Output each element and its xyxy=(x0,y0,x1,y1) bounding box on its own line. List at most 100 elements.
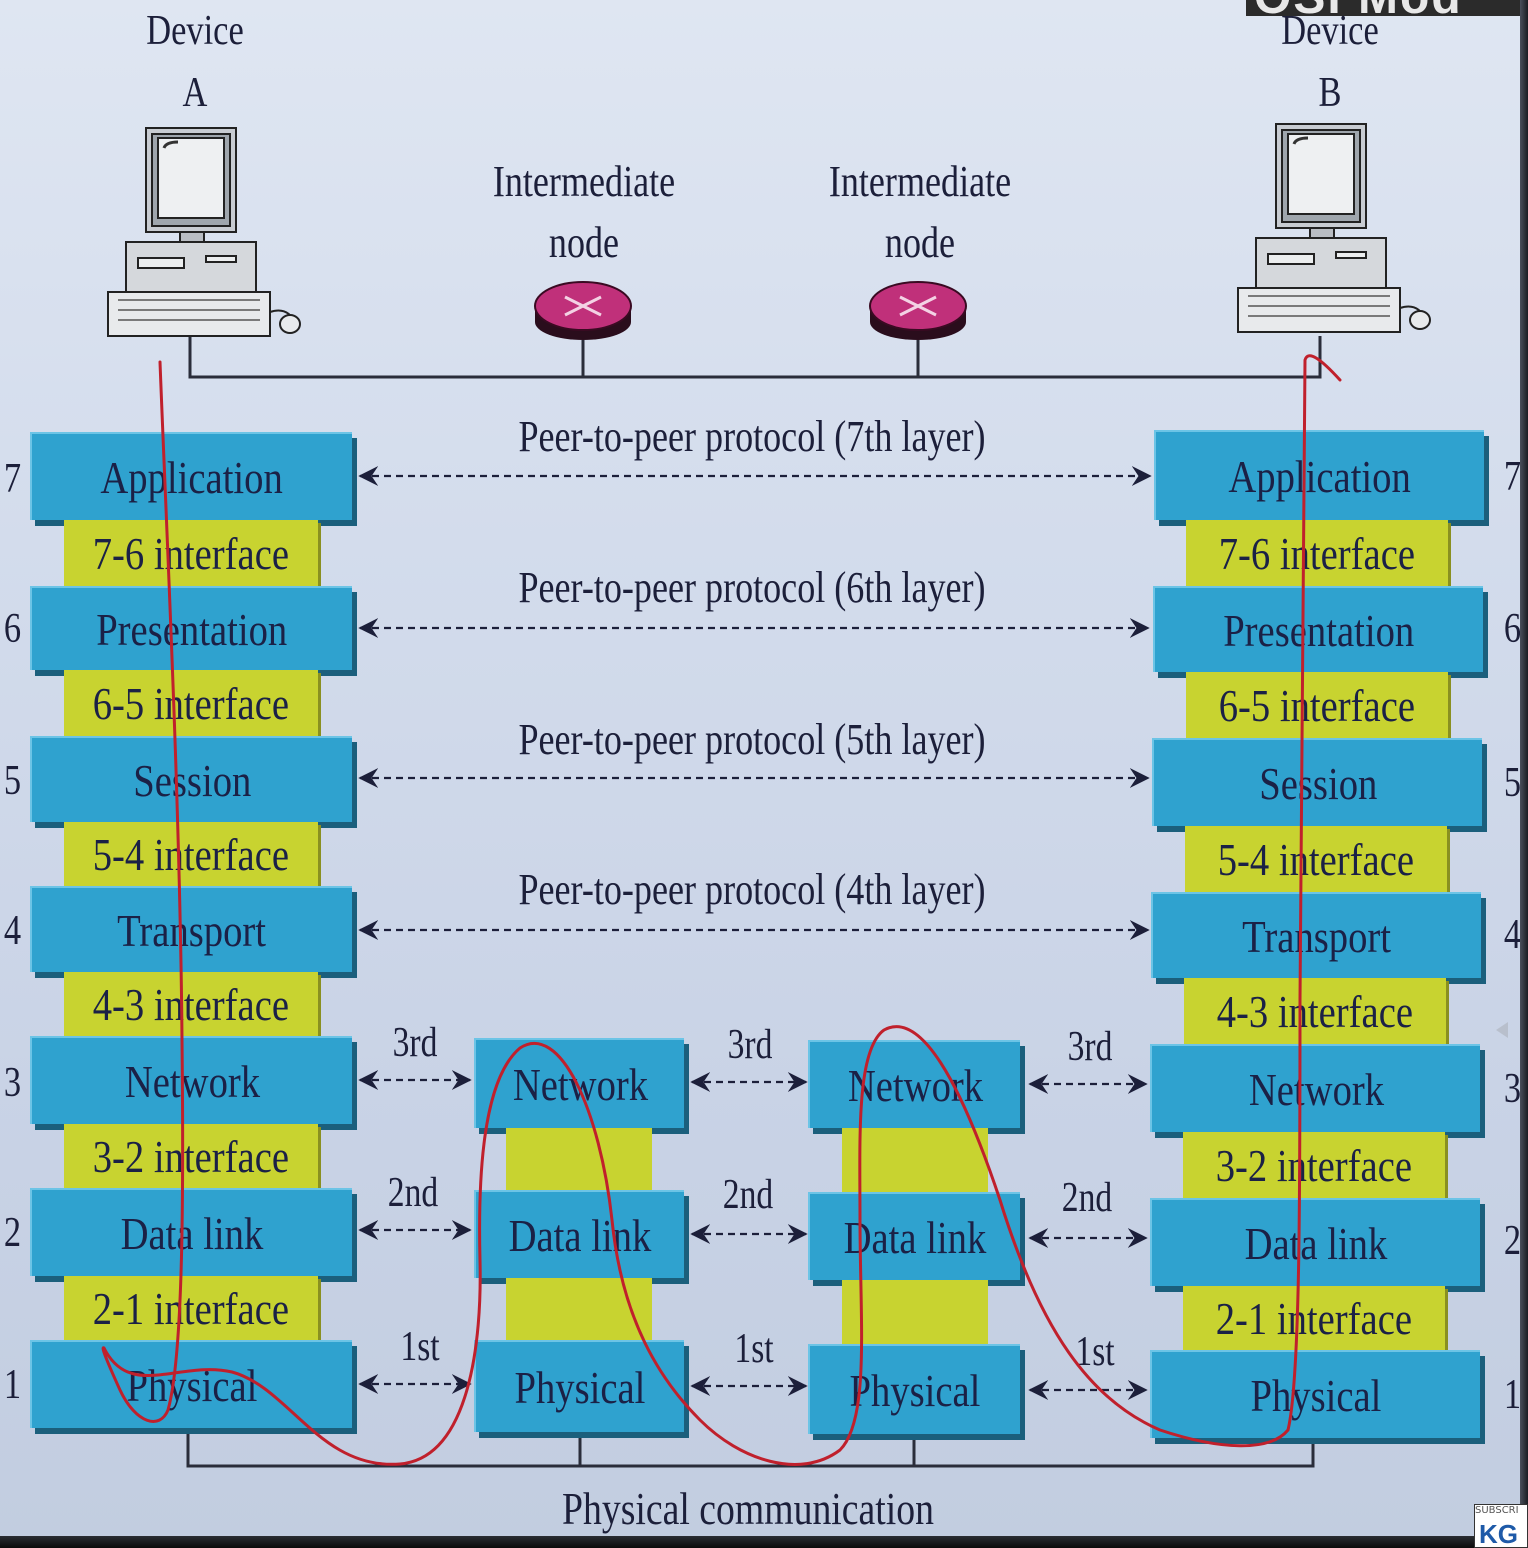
hop-label-datalink: 2nd xyxy=(722,1172,774,1218)
layer-label: Session xyxy=(1258,757,1378,809)
layer-label: Network xyxy=(847,1059,983,1111)
layer-label: Application xyxy=(100,451,284,503)
layer-datalink: Data link xyxy=(30,1188,352,1276)
router-icon xyxy=(534,281,632,340)
channel-logo: KG xyxy=(1479,1519,1518,1548)
peer-protocol-7-label: Peer-to-peer protocol (7th layer) xyxy=(518,412,986,461)
hop-label-network: 3rd xyxy=(727,1022,773,1068)
hop-label-network: 3rd xyxy=(392,1020,438,1066)
top-network-line xyxy=(188,336,1322,379)
interface-4-3: 4-3 interface xyxy=(64,972,318,1036)
layer-number: 2 xyxy=(3,1210,22,1256)
router-icon xyxy=(869,281,967,340)
layer-label: Network xyxy=(512,1058,648,1110)
annotation-stroke xyxy=(101,354,1342,1466)
hop-label-physical: 1st xyxy=(1075,1329,1115,1375)
layer-label: Data link xyxy=(1244,1217,1388,1269)
interface-2-1: 2-1 interface xyxy=(64,1276,318,1340)
interface-label: 7-6 interface xyxy=(92,527,290,579)
device-b-line1: Device xyxy=(1281,8,1379,54)
interface-label: 5-4 interface xyxy=(1217,833,1415,885)
layer-number: 4 xyxy=(3,908,22,954)
interface-label: 2-1 interface xyxy=(1215,1292,1413,1344)
intermediate-node-2-line2: node xyxy=(884,217,956,267)
interface-4-3: 4-3 interface xyxy=(1184,978,1446,1044)
layer-label: Data link xyxy=(843,1211,987,1263)
interface-3-2: 3-2 interface xyxy=(1183,1132,1445,1198)
device-b-line2: B xyxy=(1318,70,1342,116)
corner-title-banner: OSI Mod xyxy=(1246,0,1528,16)
device-a-line1: Device xyxy=(146,8,244,54)
interface-label: 3-2 interface xyxy=(92,1130,290,1182)
layer-label: Network xyxy=(1248,1063,1384,1115)
layer-number: 3 xyxy=(1503,1066,1522,1112)
hop-label-physical: 1st xyxy=(734,1326,774,1372)
computer-icon xyxy=(107,127,301,337)
interface-5-4: 5-4 interface xyxy=(64,822,318,886)
device-a-line2: A xyxy=(182,70,208,116)
layer-label: Physical xyxy=(849,1364,981,1416)
interface-label: 5-4 interface xyxy=(92,828,290,880)
screen-frame-bottom xyxy=(0,1536,1528,1548)
layer-network: Network xyxy=(30,1036,352,1124)
screen-frame-right xyxy=(1520,0,1528,1548)
layer-application: Application xyxy=(30,432,352,520)
layer-label: Physical xyxy=(126,1359,258,1411)
layer-number: 1 xyxy=(3,1362,22,1408)
layer-session: Session xyxy=(1152,738,1482,826)
layer-number: 6 xyxy=(1503,606,1522,652)
interface-blank xyxy=(506,1278,652,1340)
layer-label: Physical xyxy=(514,1361,646,1413)
layer-datalink: Data link xyxy=(1150,1198,1480,1286)
interface-7-6: 7-6 interface xyxy=(1186,520,1448,586)
channel-badge[interactable]: SUBSCRI KG xyxy=(1474,1504,1528,1548)
layer-presentation: Presentation xyxy=(30,586,352,670)
hop-label-network: 3rd xyxy=(1067,1024,1113,1070)
layer-datalink: Data link xyxy=(808,1192,1020,1280)
interface-blank xyxy=(842,1280,988,1344)
corner-title: OSI Mod xyxy=(1254,0,1463,16)
layer-network: Network xyxy=(808,1040,1020,1128)
peer-protocol-6-label: Peer-to-peer protocol (6th layer) xyxy=(518,563,986,612)
interface-label: 3-2 interface xyxy=(1215,1139,1413,1191)
layer-network: Network xyxy=(1150,1044,1480,1132)
interface-blank xyxy=(506,1128,652,1190)
layer-application: Application xyxy=(1154,430,1484,520)
layer-presentation: Presentation xyxy=(1153,586,1483,672)
layer-number: 3 xyxy=(3,1060,22,1106)
physical-medium-line xyxy=(186,1428,1315,1468)
layer-number: 6 xyxy=(3,606,22,652)
layer-transport: Transport xyxy=(1151,892,1481,978)
peer-protocol-5-label: Peer-to-peer protocol (5th layer) xyxy=(518,715,986,764)
layer-label: Application xyxy=(1228,450,1412,502)
interface-6-5: 6-5 interface xyxy=(1186,672,1448,738)
layer-label: Network xyxy=(124,1055,260,1107)
intermediate-node-1-line2: node xyxy=(548,217,620,267)
interface-label: 4-3 interface xyxy=(92,978,290,1030)
peer-protocol-4-label: Peer-to-peer protocol (4th layer) xyxy=(518,865,986,914)
layer-network: Network xyxy=(474,1038,684,1128)
hop-label-datalink: 2nd xyxy=(387,1170,439,1216)
layer-number: 5 xyxy=(3,758,22,804)
interface-label: 7-6 interface xyxy=(1218,527,1416,579)
physical-communication-label: Physical communication xyxy=(562,1483,934,1534)
layer-label: Presentation xyxy=(1223,604,1415,656)
interface-label: 6-5 interface xyxy=(1218,679,1416,731)
layer-number: 2 xyxy=(1503,1218,1522,1264)
layer-number: 4 xyxy=(1503,912,1522,958)
layer-label: Presentation xyxy=(96,603,288,655)
layer-datalink: Data link xyxy=(474,1190,684,1278)
hop-label-physical: 1st xyxy=(400,1324,440,1370)
layer-transport: Transport xyxy=(30,886,352,972)
layer-number: 7 xyxy=(1503,454,1522,500)
layer-label: Transport xyxy=(1242,910,1392,962)
